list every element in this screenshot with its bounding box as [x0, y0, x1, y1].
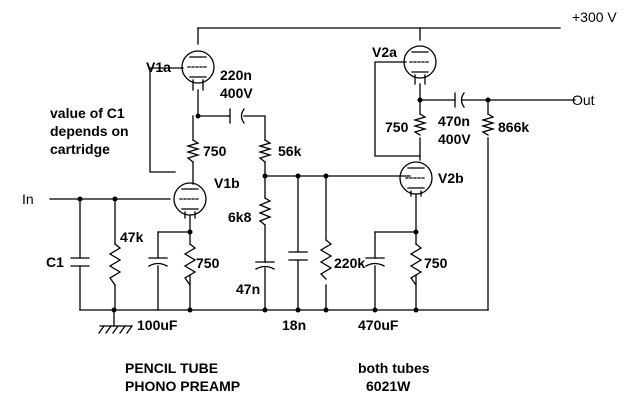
junctions [77, 97, 491, 313]
resistor-750-v2b-cathode [409, 243, 423, 286]
res-56k-label: 56k [278, 143, 302, 159]
capacitors [70, 92, 465, 270]
tubes-note-line-1: both tubes [358, 360, 430, 376]
resistor-866k [480, 113, 496, 136]
resistor-220k [319, 239, 333, 280]
resistor-750-v2a [412, 113, 428, 136]
cap-470n-voltage: 400V [438, 131, 471, 147]
supply-label: +300 V [572, 9, 617, 25]
capacitor-100uF [148, 257, 168, 267]
res-750-v2a-label: 750 [385, 119, 409, 135]
capacitor-c1 [70, 257, 90, 267]
resistor-47k [108, 243, 122, 286]
cap-47n-label: 47n [236, 281, 260, 297]
input-label: In [22, 191, 34, 207]
resistor-750-v1b-cathode [183, 243, 197, 286]
tube-v2b-label: V2b [438, 170, 464, 186]
resistor-6k8 [258, 197, 272, 226]
res-47k-label: 47k [120, 229, 144, 245]
res-220k-label: 220k [334, 255, 365, 271]
c1-note-line-2: depends on [50, 123, 129, 139]
capacitor-220n [227, 108, 245, 124]
wires [49, 27, 576, 327]
tube-v1a-label: V1a [146, 59, 171, 75]
tube-v1b [173, 182, 207, 219]
c1-note-line-3: cartridge [50, 141, 110, 157]
res-750-top-label: 750 [203, 143, 227, 159]
tube-v1b-label: V1b [214, 175, 240, 191]
tube-v2a-label: V2a [372, 44, 397, 60]
title-line-2: PHONO PREAMP [125, 378, 240, 394]
cap-18n-label: 18n [282, 317, 306, 333]
resistors [108, 113, 496, 286]
resistor-750-top [185, 139, 201, 163]
cap-220n-voltage: 400V [220, 85, 253, 101]
tube-v2b [399, 161, 433, 197]
res-6k8-label: 6k8 [228, 209, 252, 225]
capacitor-18n [288, 251, 308, 261]
capacitor-470n [454, 92, 465, 108]
cap-470n-value: 470n [438, 113, 470, 129]
capacitor-470uF [365, 257, 385, 267]
cap-100uF-label: 100uF [137, 317, 178, 333]
res-750-v1b-cathode-label: 750 [196, 255, 220, 271]
output-label: Out [572, 92, 595, 108]
resistor-56k [257, 139, 273, 163]
title-line-1: PENCIL TUBE [125, 360, 218, 376]
cap-220n-value: 220n [220, 67, 252, 83]
cap-470uF-label: 470uF [358, 317, 399, 333]
res-750-v2b-cathode-label: 750 [424, 255, 448, 271]
capacitor-47n [255, 261, 275, 270]
ground-symbol [98, 325, 133, 334]
cap-c1-label: C1 [46, 254, 64, 270]
tube-v1a [181, 50, 215, 91]
labels: +300 V Out In V1a V2a V1b V2b 220n 400V … [22, 9, 617, 394]
c1-note-line-1: value of C1 [50, 105, 125, 121]
res-866k-label: 866k [498, 119, 529, 135]
tubes-note-line-2: 6021W [366, 378, 411, 394]
tube-v2a [403, 45, 437, 85]
